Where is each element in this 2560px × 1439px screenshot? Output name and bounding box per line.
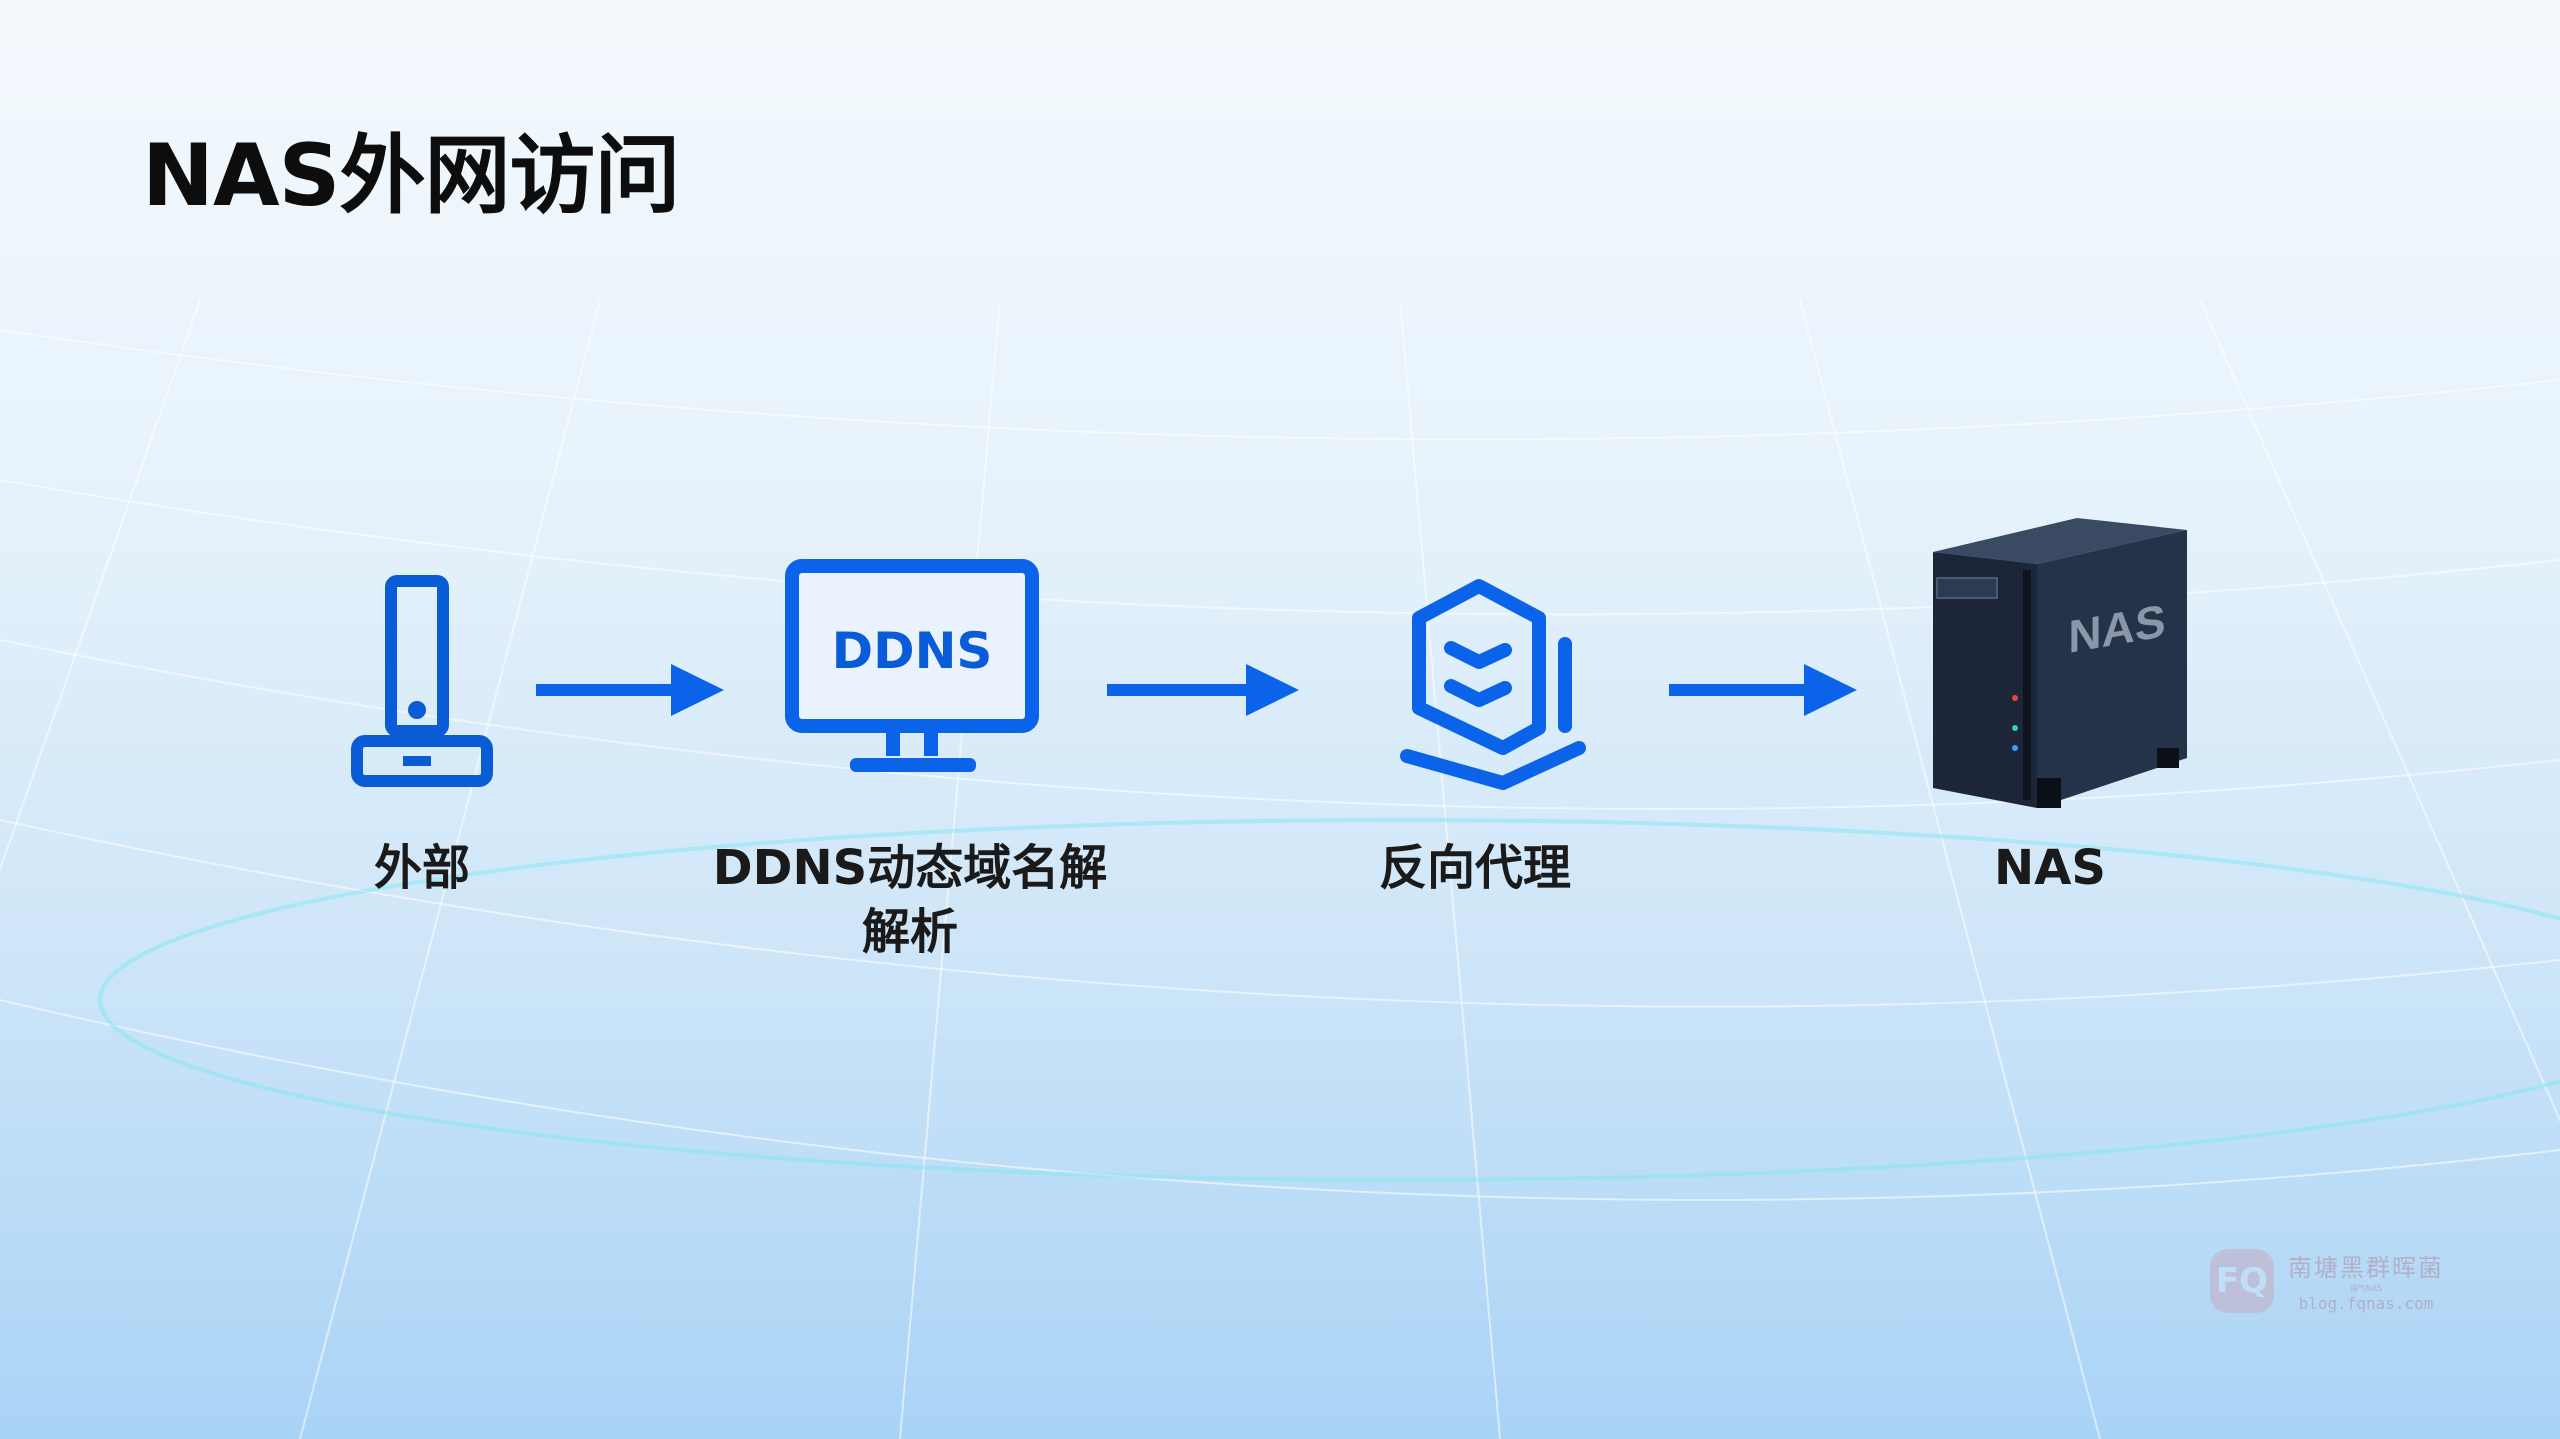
nas-server-icon: NAS: [1933, 518, 2187, 808]
page-title: NAS外网访问: [142, 126, 680, 226]
step-label-nas: NAS: [1994, 840, 2106, 896]
ddns-monitor-icon: DDNS: [785, 559, 1039, 772]
arrow-right-icon: [536, 664, 724, 716]
watermark-url: blog.fqnas.com: [2298, 1294, 2434, 1313]
watermark: FQ 南塘黑群晖菌 福气NAS blog.fqnas.com: [2210, 1248, 2444, 1313]
arrow-right-icon: [1669, 664, 1857, 716]
reverse-proxy-icon: [1400, 579, 1586, 790]
step-label-proxy: 反向代理: [1378, 840, 1571, 896]
step-label-external: 外部: [373, 840, 470, 896]
external-device-icon: [351, 575, 493, 787]
watermark-logo: FQ: [2210, 1248, 2274, 1313]
arrow-right-icon: [1107, 664, 1299, 716]
watermark-name: 南塘黑群晖菌: [2288, 1254, 2444, 1282]
watermark-sub: 福气NAS: [2349, 1284, 2383, 1293]
step-label-ddns-line2: 解析: [861, 904, 958, 960]
step-label-ddns-line1: DDNS动态域名解: [712, 840, 1108, 896]
step-label-ddns: DDNS动态域名解 解析: [660, 836, 1160, 964]
ddns-icon-text: DDNS: [832, 622, 993, 680]
